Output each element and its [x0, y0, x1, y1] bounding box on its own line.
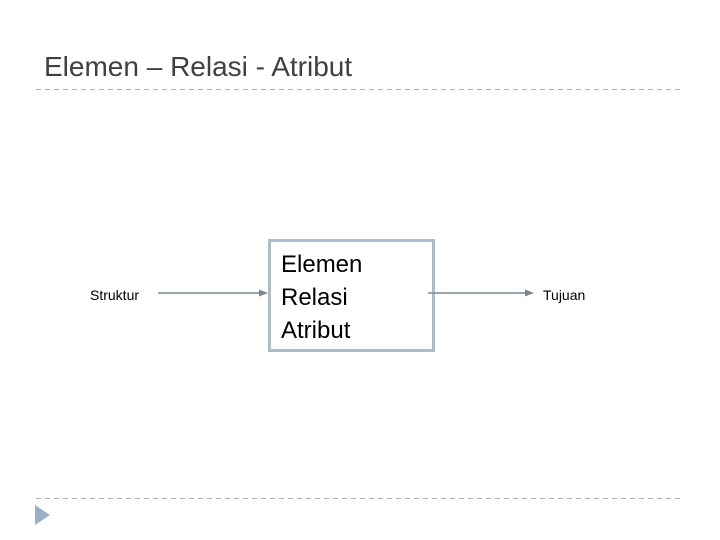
box-line-relasi: Relasi — [281, 284, 348, 311]
diagram-output-label: Tujuan — [543, 287, 586, 303]
play-triangle-icon — [35, 505, 50, 525]
arrow-right-icon — [428, 288, 534, 298]
elemen-relasi-atribut-box: Elemen Relasi Atribut — [268, 239, 435, 352]
footer-divider — [36, 498, 684, 499]
box-line-atribut: Atribut — [281, 317, 351, 344]
diagram-input-label: Struktur — [90, 287, 140, 303]
box-line-elemen: Elemen — [281, 251, 363, 278]
page-title: Elemen – Relasi - Atribut — [44, 51, 353, 82]
title-divider — [36, 89, 684, 90]
arrow-right-icon — [158, 288, 268, 298]
